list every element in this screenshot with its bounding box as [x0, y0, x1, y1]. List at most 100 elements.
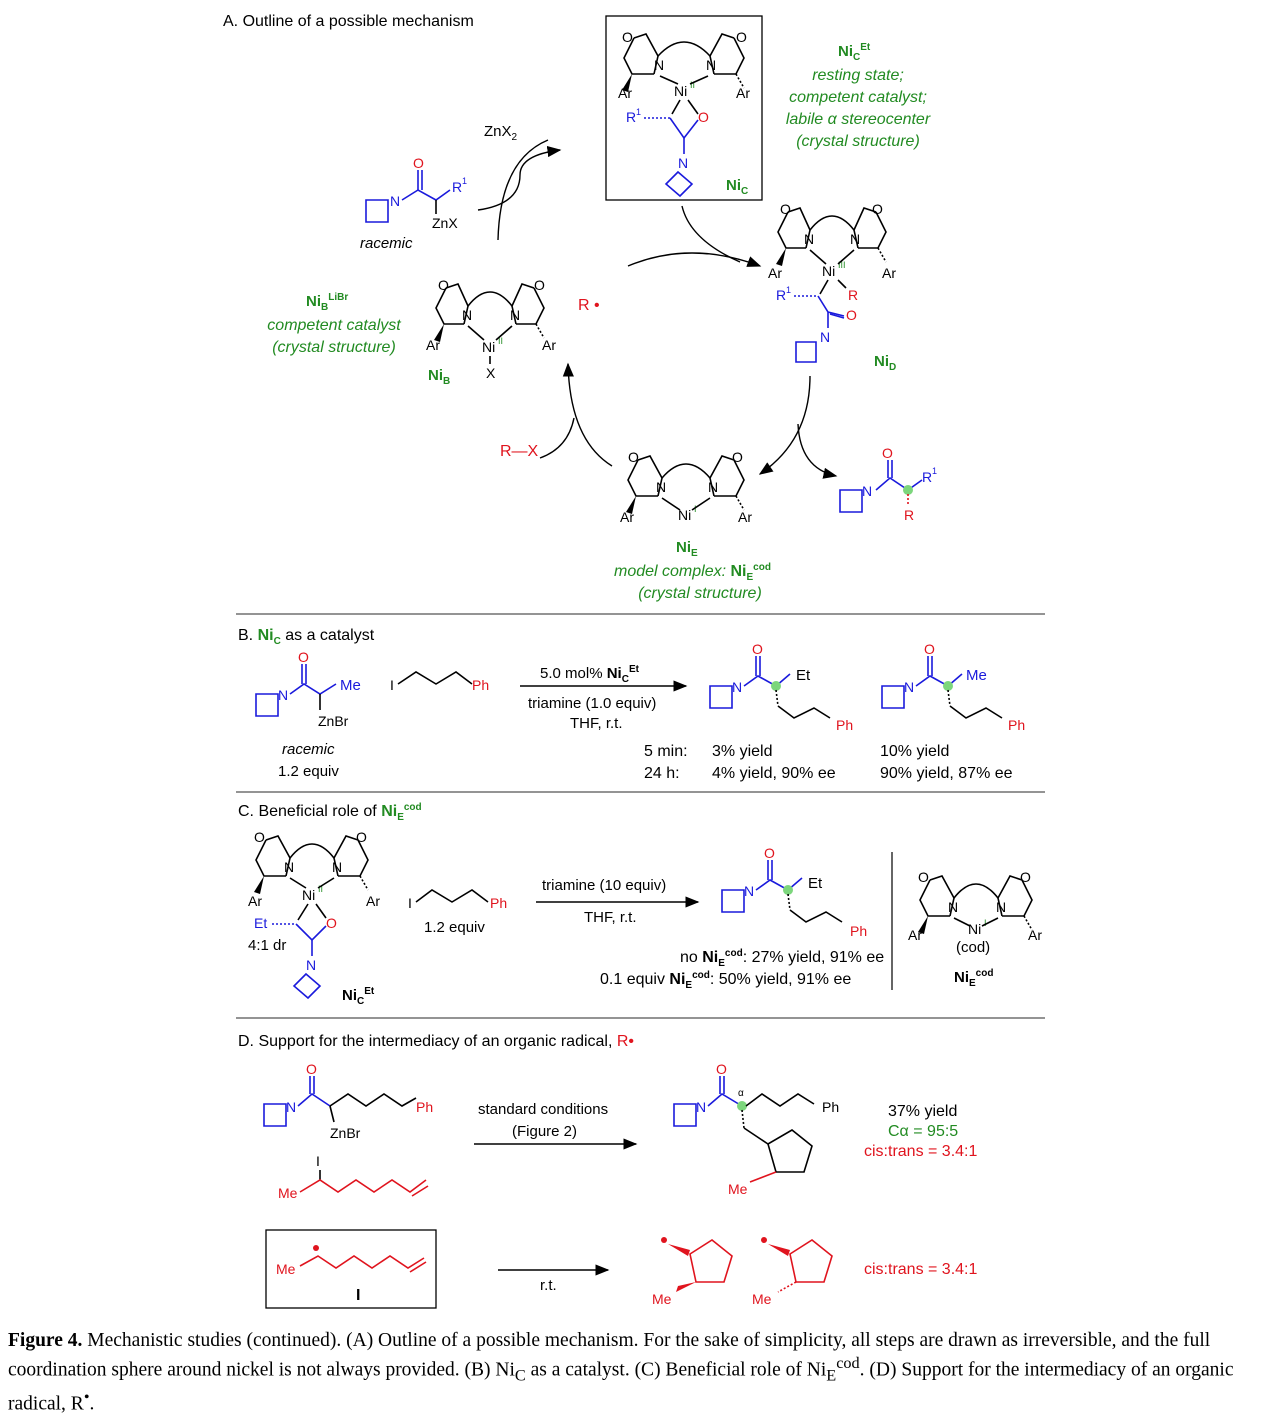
svg-text:Me: Me	[340, 677, 361, 694]
arrow-product	[797, 423, 838, 479]
svg-text:ZnX: ZnX	[432, 215, 458, 231]
svg-text:Ar: Ar	[542, 337, 556, 353]
svg-text:N: N	[332, 859, 342, 875]
svg-text:Ni: Ni	[302, 887, 315, 903]
arrow-znx2	[477, 146, 562, 211]
panel-b-time2: 24 h:	[644, 765, 680, 782]
svg-text:I: I	[408, 895, 412, 911]
svg-text:O: O	[764, 845, 775, 861]
svg-text:N: N	[654, 57, 664, 73]
radical-r: R •	[578, 297, 600, 314]
nib-note-1: competent catalyst	[267, 317, 401, 334]
svg-text:N: N	[948, 899, 958, 915]
panel-b-reagent-top: 5.0 mol% NiCEt	[540, 664, 640, 685]
svg-text:Ni: Ni	[678, 507, 691, 523]
svg-text:III: III	[838, 260, 846, 270]
panel-b-product-me: N O Me Ph	[881, 641, 1025, 733]
panel-c-res2: 0.1 equiv NiEcod: 50% yield, 91% ee	[600, 970, 851, 991]
nib-note-2: (crystal structure)	[272, 339, 396, 356]
svg-text:N: N	[306, 957, 316, 973]
svg-text:II: II	[690, 80, 695, 90]
svg-text:Ph: Ph	[1008, 717, 1025, 733]
svg-text:R: R	[626, 109, 636, 125]
svg-text:N: N	[286, 1099, 296, 1115]
svg-text:Ar: Ar	[768, 265, 782, 281]
svg-text:N: N	[462, 307, 472, 323]
svg-text:N: N	[656, 479, 666, 495]
svg-text:O: O	[872, 201, 883, 217]
svg-text:Ni: Ni	[482, 339, 495, 355]
svg-text:O: O	[752, 641, 763, 657]
nic-note-4: (crystal structure)	[796, 133, 920, 150]
panel-d-zinc-reagent: N O Ph ZnBr	[263, 1061, 433, 1141]
svg-text:N: N	[732, 679, 742, 695]
svg-text:1: 1	[462, 176, 467, 186]
svg-text:R: R	[904, 507, 914, 523]
nic-et-label: NiCEt	[838, 42, 871, 63]
panel-b-product-et: N O Et Ph	[709, 641, 853, 733]
svg-text:N: N	[706, 57, 716, 73]
radical-i: Me I	[276, 1245, 427, 1304]
panel-b-zinc-reagent: N O Me ZnBr racemic 1.2 equiv	[255, 649, 361, 780]
cyclopentane-cis: Me	[652, 1237, 733, 1307]
svg-text:O: O	[326, 915, 337, 931]
panel-c-res1: no NiEcod: 27% yield, 91% ee	[680, 948, 884, 969]
svg-text:N: N	[696, 1099, 706, 1115]
svg-text:O: O	[622, 29, 633, 45]
svg-text:N: N	[904, 679, 914, 695]
svg-text:O: O	[732, 449, 743, 465]
panel-b-res1a: 3% yield	[712, 743, 772, 760]
panel-b-res1b: 4% yield, 90% ee	[712, 765, 836, 782]
arrow-to-nie	[758, 375, 811, 475]
svg-text:O: O	[438, 277, 449, 293]
svg-text:N: N	[996, 899, 1006, 915]
svg-text:Ar: Ar	[618, 85, 632, 101]
panel-d-res3: cis:trans = 3.4:1	[864, 1143, 977, 1160]
svg-text:O: O	[534, 277, 545, 293]
svg-text:Ph: Ph	[490, 895, 507, 911]
svg-text:1: 1	[636, 107, 641, 117]
svg-text:O: O	[882, 445, 893, 461]
svg-text:O: O	[846, 307, 857, 323]
svg-text:N: N	[744, 883, 754, 899]
svg-text:Ar: Ar	[882, 265, 896, 281]
svg-text:Ph: Ph	[472, 677, 489, 693]
svg-text:Ar: Ar	[366, 893, 380, 909]
arrow-to-nib	[562, 362, 613, 467]
panel-d-res4: cis:trans = 3.4:1	[864, 1261, 977, 1278]
svg-text:N: N	[278, 687, 288, 703]
svg-text:Ar: Ar	[1028, 927, 1042, 943]
panel-c-product: N O Et Ph	[721, 845, 867, 939]
svg-text:O: O	[356, 829, 367, 845]
figure-caption: Figure 4. Mechanistic studies (continued…	[8, 1330, 1234, 1415]
nie-note-1: model complex: NiEcod	[614, 562, 771, 583]
panel-d-product: N O α Ph Me	[673, 1061, 839, 1197]
svg-text:Ar: Ar	[736, 85, 750, 101]
svg-text:O: O	[1020, 869, 1031, 885]
svg-text:O: O	[306, 1061, 317, 1077]
svg-text:Me: Me	[278, 1185, 298, 1201]
nib-libr-label: NiBLiBr	[306, 292, 348, 313]
svg-text:N: N	[678, 155, 688, 171]
panel-c-reagent-bot: THF, r.t.	[584, 909, 637, 926]
svg-text:N: N	[510, 307, 520, 323]
svg-text:Ni: Ni	[822, 263, 835, 279]
svg-text:Ar: Ar	[248, 893, 262, 909]
svg-text:O: O	[918, 869, 929, 885]
panel-d-res1: 37% yield	[888, 1103, 957, 1120]
svg-text:Et: Et	[808, 875, 823, 892]
svg-text:II: II	[498, 336, 503, 346]
mechanism-figure: A. Outline of a possible mechanism O O N…	[223, 13, 1045, 1309]
svg-text:Et: Et	[254, 915, 267, 931]
svg-text:O: O	[254, 829, 265, 845]
nid-label: NiD	[874, 353, 896, 373]
svg-text:Ph: Ph	[836, 717, 853, 733]
svg-text:R: R	[848, 287, 858, 303]
svg-text:O: O	[628, 449, 639, 465]
svg-text:O: O	[698, 109, 709, 125]
svg-text:Ph: Ph	[822, 1099, 839, 1115]
